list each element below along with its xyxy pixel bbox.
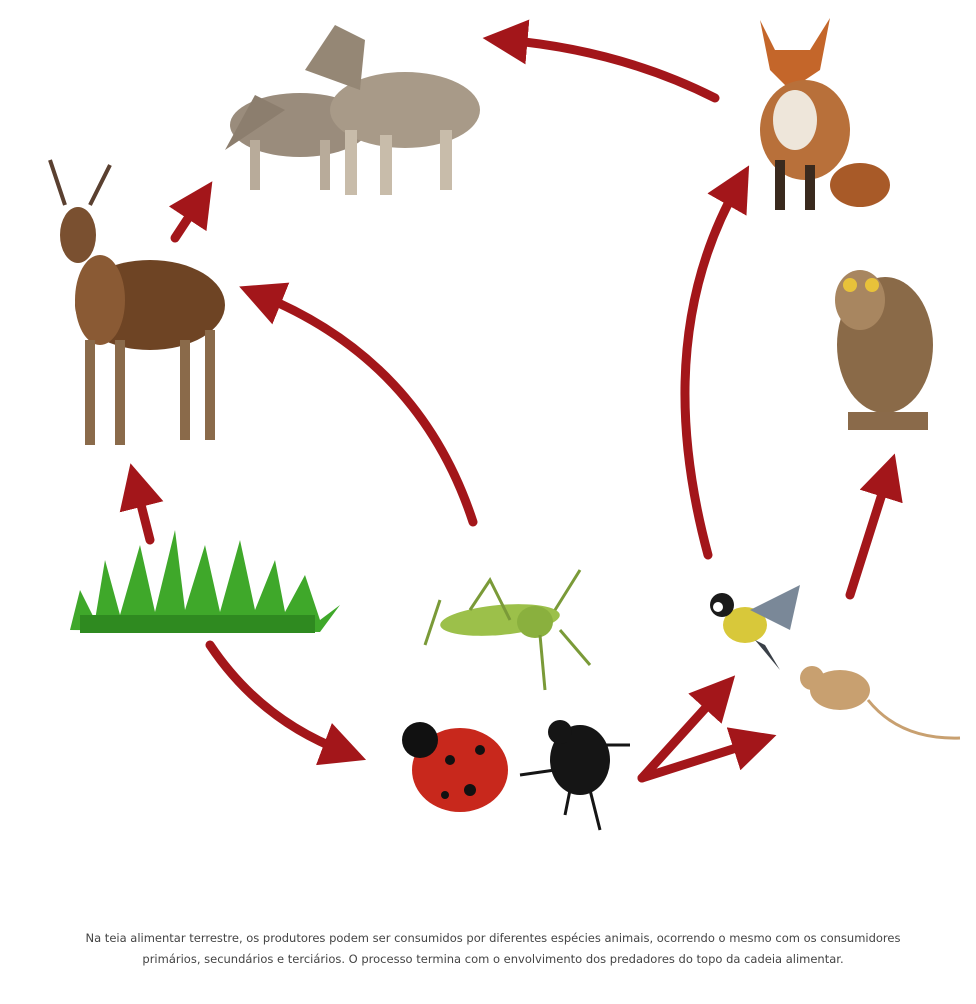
- beetle-image: [520, 720, 630, 830]
- food-web-diagram: [0, 0, 976, 920]
- grasshopper-image: [425, 570, 590, 690]
- ladybug-image: [402, 722, 508, 812]
- arrow-grass-to-deer: [136, 485, 150, 540]
- arrow-fox-to-wolf: [505, 40, 715, 98]
- owl-image: [835, 270, 933, 430]
- arrow-deer-to-wolf: [175, 200, 200, 238]
- fox-image: [760, 18, 890, 210]
- arrow-mouse-to-owl: [850, 475, 888, 595]
- arrow-grasshopper-to-deer: [260, 295, 473, 522]
- grass-image: [70, 530, 340, 633]
- arrow-bird-to-fox: [685, 185, 738, 555]
- arrow-grass-to-ladybug: [210, 645, 345, 752]
- wolf-image: [225, 25, 480, 195]
- mouse-image: [800, 666, 960, 738]
- caption: Na teia alimentar terrestre, os produtor…: [70, 928, 916, 970]
- bird-image: [710, 585, 800, 670]
